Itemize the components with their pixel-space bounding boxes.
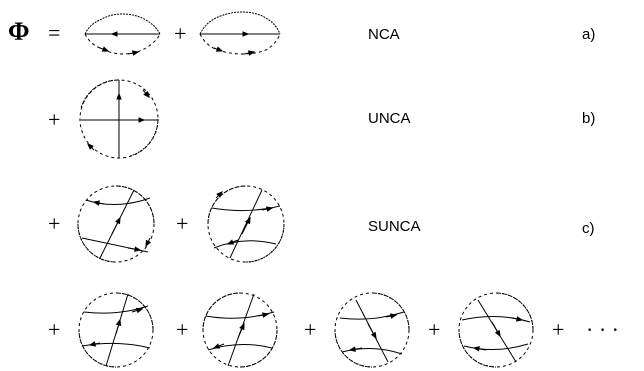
nca-diagram-2: [199, 11, 281, 56]
higher-order-diagram-4: [458, 292, 534, 368]
approx-label-unca: UNCA: [368, 110, 411, 127]
plus-sign: +: [176, 317, 189, 342]
dashed-propagator: [199, 33, 281, 55]
wavy-propagator: [199, 11, 281, 35]
ellipsis: · · ·: [586, 317, 619, 342]
approx-label-nca: NCA: [368, 26, 400, 43]
row-tag-c: c): [582, 220, 595, 237]
phi-symbol: Φ: [8, 17, 30, 46]
higher-order-diagram-2: [202, 292, 278, 368]
plus-sign: +: [552, 317, 565, 342]
plus-sign: +: [48, 107, 61, 132]
sunca-diagram-1: [77, 185, 155, 263]
wavy-propagator: [84, 13, 161, 35]
sunca-diagram-2: [207, 185, 285, 263]
plus-sign: +: [304, 317, 317, 342]
higher-order-diagram-3: [334, 292, 410, 368]
approx-label-sunca: SUNCA: [368, 218, 421, 235]
plus-sign: +: [176, 211, 189, 236]
equals-sign: =: [48, 20, 61, 45]
dashed-propagator: [84, 33, 161, 55]
unca-diagram: [79, 79, 159, 159]
plus-sign: +: [48, 211, 61, 236]
plus-sign: +: [48, 317, 61, 342]
higher-order-diagram-1: [78, 292, 154, 368]
row-tag-a: a): [582, 26, 596, 43]
plus-sign: +: [428, 317, 441, 342]
plus-sign: +: [174, 21, 187, 46]
nca-diagram-1: [84, 13, 161, 56]
row-tag-b: b): [582, 110, 596, 127]
